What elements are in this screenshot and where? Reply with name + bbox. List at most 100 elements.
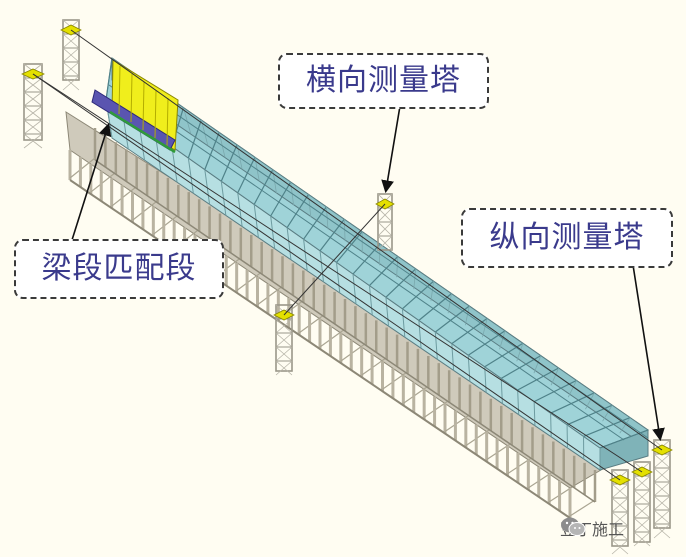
mold-rib (336, 231, 363, 263)
mold-diagonal (430, 281, 434, 302)
mold-rib (286, 227, 292, 260)
tower-brace (62, 61, 80, 77)
mold-rib (418, 293, 452, 321)
mold-rib (533, 401, 536, 426)
matched-segment-edge (109, 110, 176, 154)
tower-brace (377, 235, 393, 251)
mold-diagonal (516, 343, 524, 362)
mold-rib (286, 194, 310, 228)
support-frame-legs (65, 111, 619, 519)
transverse-tower-label: 横向测量塔 (278, 53, 489, 109)
tower-brace (275, 360, 293, 376)
tower-brace (23, 77, 43, 93)
support-brace (111, 186, 138, 207)
mold-rib (187, 157, 194, 194)
tower-brace (653, 481, 671, 497)
mold-rib (550, 413, 552, 437)
mold-rib (270, 215, 276, 249)
mold-rib (187, 119, 202, 159)
mold-rib (467, 355, 471, 382)
mold-rib (385, 297, 390, 327)
mold-rib (319, 218, 345, 252)
mold-diagonal (396, 256, 399, 278)
mold-rib (303, 206, 327, 240)
survey-sight-lines (32, 29, 663, 481)
mold-rib (434, 305, 470, 333)
mold-diagonal (602, 404, 613, 422)
support-rail (94, 159, 596, 503)
mold-rib (385, 268, 417, 298)
match-segment-label: 梁段匹配段 (14, 239, 224, 299)
mold-diagonal (619, 417, 631, 434)
support-brace (319, 328, 346, 348)
mold-rib (303, 239, 308, 271)
survey-tower-longitudinal-mid (631, 461, 653, 547)
mold-rib (105, 57, 113, 101)
tower-brace (653, 453, 671, 469)
support-brace (444, 414, 471, 432)
survey-sight-line (32, 73, 643, 473)
mold-chord (108, 84, 625, 441)
mold-rib (352, 243, 381, 275)
tower-brace (653, 509, 671, 525)
mold-rib (253, 204, 259, 238)
tower-brace (611, 497, 629, 513)
mold-diagonal (567, 380, 577, 398)
matched-segment-line (142, 81, 145, 131)
tower-brace (653, 495, 671, 511)
tower-brace (653, 523, 671, 539)
matched-segment-line (166, 97, 169, 147)
mold-rib (171, 146, 178, 183)
support-deck (65, 111, 619, 489)
support-brace (90, 171, 117, 193)
mold-rib (253, 169, 274, 205)
survey-sight-line (70, 29, 663, 451)
tower-brace (275, 318, 293, 334)
watermark: 豆丁施工 (560, 516, 624, 540)
mold-diagonal (585, 392, 595, 410)
support-brace (132, 200, 158, 221)
survey-sight-line (283, 203, 386, 316)
matched-segment-line (130, 73, 133, 123)
mold-rib (401, 308, 406, 338)
mold-diagonal (499, 330, 506, 350)
tower-brace (377, 207, 393, 223)
survey-tower-left-front (21, 63, 45, 149)
tower-brace (633, 531, 651, 547)
tower-brace (62, 75, 80, 91)
mold-rib (467, 330, 506, 356)
mold-rib (204, 132, 220, 170)
tower-brace (633, 475, 651, 491)
longitudinal-tower-label: 纵向测量塔 (461, 208, 673, 268)
tower-brace (23, 91, 43, 107)
mold-rib (319, 250, 324, 282)
wechat-icon (561, 517, 586, 536)
mold-diagonal (413, 268, 417, 290)
tower-brace (23, 133, 43, 149)
tower-brace (633, 503, 651, 519)
mold-rib (517, 389, 520, 415)
support-brace (465, 428, 492, 447)
tower-brace (633, 489, 651, 505)
survey-tower-transverse-top (375, 193, 395, 251)
tower-brace (653, 467, 671, 483)
leader-transverse-tower (381, 105, 401, 194)
support-brace (340, 342, 367, 362)
mold-diagonal (533, 355, 542, 374)
mold-diagonal (447, 293, 452, 314)
tower-brace (275, 332, 293, 348)
mold-diagonal (550, 367, 560, 386)
tower-brace (275, 346, 293, 362)
mold-rib (204, 169, 211, 205)
mold-rib (434, 331, 438, 360)
tower-brace (611, 525, 629, 541)
mold-diagonal (379, 243, 381, 266)
mold-rib (336, 262, 341, 293)
tower-brace (377, 221, 393, 237)
mold-diagonal (183, 107, 191, 134)
survey-sight-line (32, 73, 621, 481)
matched-segment-line (118, 65, 121, 115)
support-brace (257, 285, 283, 306)
leader-longitudinal-tower (632, 264, 665, 442)
